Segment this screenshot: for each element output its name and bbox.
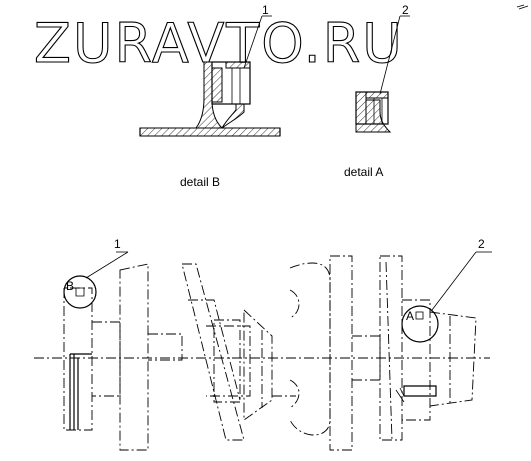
detail-b-marker: B	[66, 279, 74, 293]
corner-mark	[516, 4, 529, 10]
detail-b-callout-number: 1	[262, 3, 269, 17]
detail-a-circle	[401, 305, 439, 343]
detail-b-label: detail B	[180, 175, 220, 189]
detail-a-section: 2 detail A	[344, 3, 410, 179]
detail-b-circle	[63, 275, 97, 309]
detail-a-callout-number: 2	[402, 3, 409, 17]
crankshaft-assembly: B 1 A	[34, 237, 492, 451]
callout-1: 1	[114, 237, 121, 251]
detail-a-label: detail A	[344, 165, 383, 179]
detail-a-marker: A	[406, 309, 414, 323]
watermark-text: ZURAVTO.RU	[34, 12, 404, 75]
detail-b-section: 1 detail B	[139, 3, 281, 189]
callout-2: 2	[478, 237, 485, 251]
